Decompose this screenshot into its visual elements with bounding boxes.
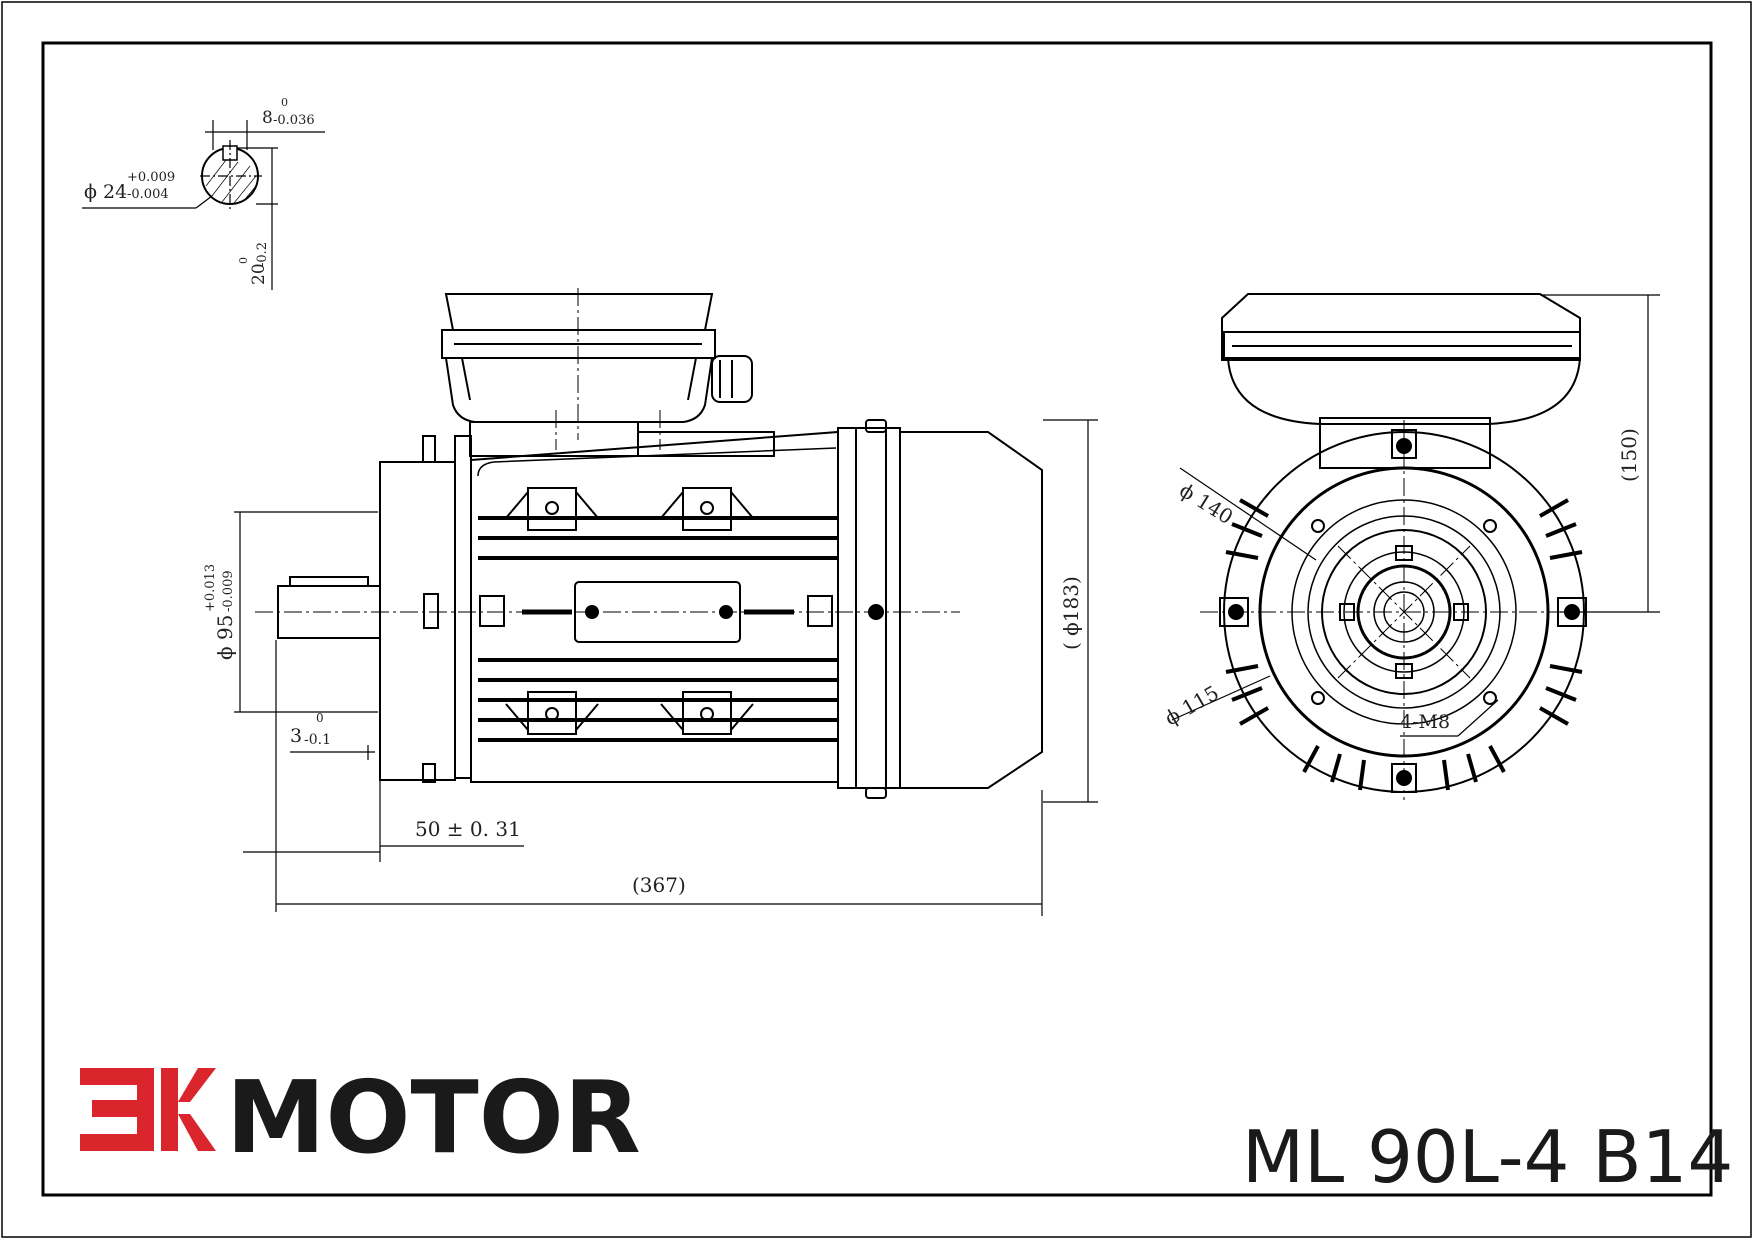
body-diameter-label: ( ϕ183): [1059, 576, 1083, 650]
end-view-dimensions: [1171, 294, 1660, 737]
key-depth-upper: 0: [237, 257, 250, 264]
shaft-diameter-label: ϕ 24: [84, 181, 127, 203]
shaft-tol-lower: -0.004: [127, 187, 169, 202]
side-view-dimensions: [234, 419, 1098, 916]
title-frame: [41, 41, 1713, 1197]
brand-logo-mark: [80, 1068, 216, 1151]
shaft-length-label: 50 ± 0. 31: [415, 817, 521, 841]
spigot-lower: -0.1: [304, 732, 331, 748]
shaft-key-detail: [82, 120, 325, 290]
key-depth-label: 20: [249, 263, 269, 285]
side-view: [277, 293, 1043, 799]
holes-label: 4-M8: [1400, 711, 1450, 733]
pcd-inner-label: ϕ 115: [1161, 680, 1223, 730]
key-depth-group: 20 0 -0.2: [237, 242, 270, 285]
flange-tol-upper: +0.013: [203, 564, 218, 612]
model-label: ML 90L-4 B14: [1242, 1115, 1733, 1199]
side-view-centerlines: [255, 288, 960, 613]
key-width-lower: -0.036: [273, 113, 315, 128]
flange-diameter-label: ϕ 95: [213, 615, 237, 660]
end-view-centerlines: [1200, 420, 1660, 800]
spigot-label: 3: [290, 725, 302, 747]
key-depth-lower: -0.2: [255, 242, 270, 267]
flange-dim-group: ϕ 95 +0.013 -0.009: [203, 564, 237, 660]
overall-length-label: (367): [632, 873, 686, 897]
key-width-label: 8: [262, 108, 273, 128]
height-label: (150): [1617, 428, 1641, 482]
brand-name: MOTOR: [226, 1059, 641, 1176]
spigot-upper: 0: [316, 711, 324, 725]
key-width-upper: 0: [281, 96, 288, 109]
shaft-tol-upper: +0.009: [127, 170, 175, 185]
flange-tol-lower: -0.009: [221, 570, 236, 612]
